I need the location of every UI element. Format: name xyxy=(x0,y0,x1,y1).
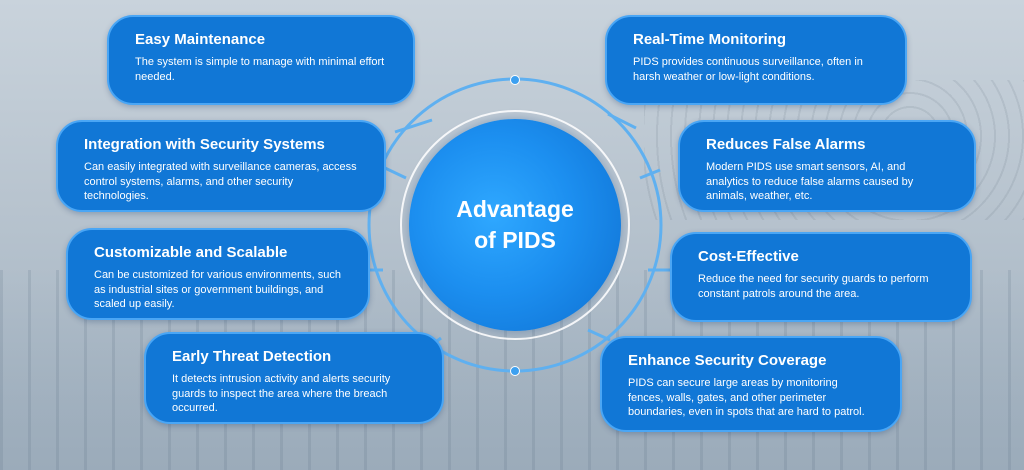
connector-coverage xyxy=(587,328,611,342)
card-body: It detects intrusion activity and alerts… xyxy=(172,373,391,414)
ring-dot-bottom xyxy=(510,366,520,376)
card-title: Easy Maintenance xyxy=(135,31,266,48)
card-body: Modern PIDS use smart sensors, AI, and a… xyxy=(706,161,914,202)
ring-dot-top xyxy=(510,75,520,85)
card-enhance-security-coverage: Enhance Security Coverage PIDS can secur… xyxy=(600,336,902,432)
card-title: Enhance Security Coverage xyxy=(628,352,827,369)
card-body: PIDS provides continuous surveillance, o… xyxy=(633,56,863,83)
connector-easy-maintenance xyxy=(394,118,433,134)
hub-title: Advantage of PIDS xyxy=(456,196,574,253)
card-title: Customizable and Scalable xyxy=(94,244,288,261)
connector-real-time xyxy=(607,112,637,130)
card-body: The system is simple to manage with mini… xyxy=(135,56,385,83)
card-body: Can easily integrated with surveillance … xyxy=(84,161,357,202)
card-integration-security-systems: Integration with Security Systems Can ea… xyxy=(56,120,386,212)
card-title: Cost-Effective xyxy=(698,248,799,265)
card-title: Real-Time Monitoring xyxy=(633,31,787,48)
center-hub: Advantage of PIDS xyxy=(409,119,621,331)
card-title: Integration with Security Systems xyxy=(84,136,325,153)
card-title: Reduces False Alarms xyxy=(706,136,866,153)
card-real-time-monitoring: Real-Time Monitoring PIDS provides conti… xyxy=(605,15,907,105)
card-cost-effective: Cost-Effective Reduce the need for secur… xyxy=(670,232,972,322)
card-body: PIDS can secure large areas by monitorin… xyxy=(628,377,865,418)
card-body: Can be customized for various environmen… xyxy=(94,269,342,310)
card-title: Early Threat Detection xyxy=(172,348,332,365)
card-easy-maintenance: Easy Maintenance The system is simple to… xyxy=(107,15,415,105)
connector-integration xyxy=(384,166,407,180)
inner-ring xyxy=(400,110,630,340)
card-body: Reduce the need for security guards to p… xyxy=(698,273,929,300)
card-customizable-scalable: Customizable and Scalable Can be customi… xyxy=(66,228,370,320)
card-early-threat-detection: Early Threat Detection It detects intrus… xyxy=(144,332,444,424)
card-reduces-false-alarms: Reduces False Alarms Modern PIDS use sma… xyxy=(678,120,976,212)
connector-false-alarms xyxy=(639,168,661,180)
